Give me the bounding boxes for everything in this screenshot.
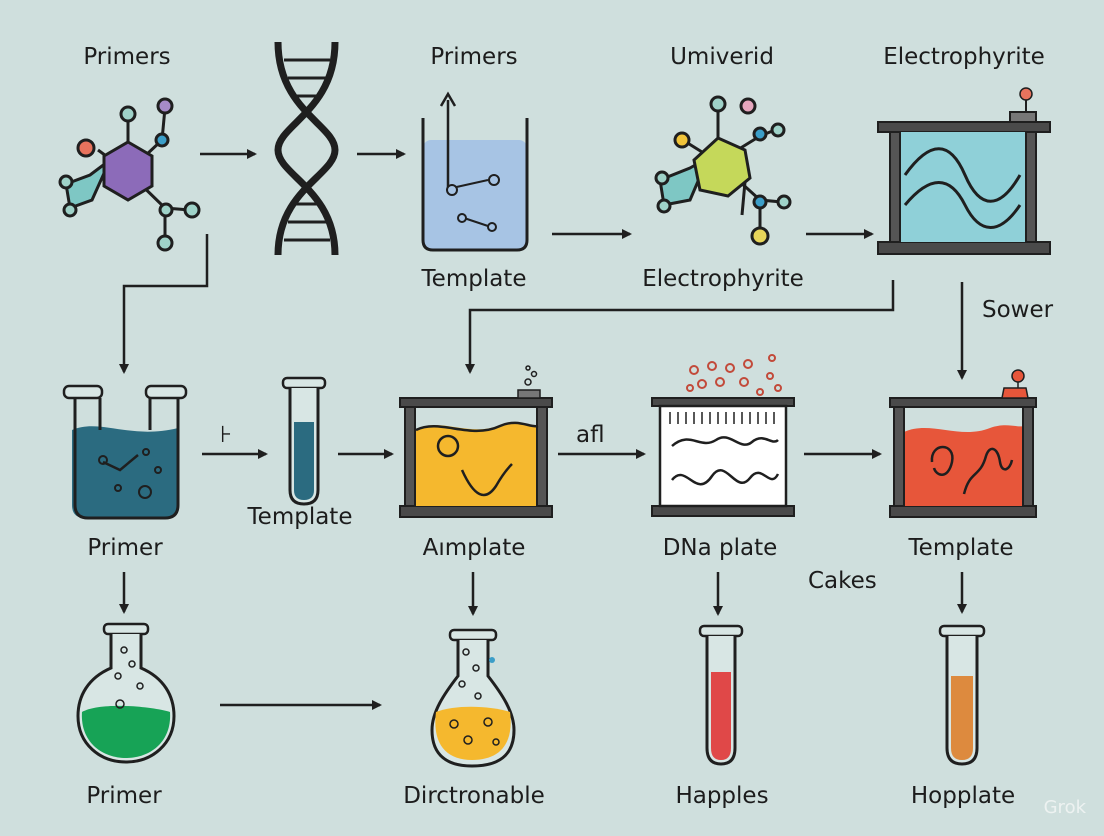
- label-electrophyrite-top: Electrophyrite: [883, 44, 1045, 70]
- label-sower: Sower: [982, 297, 1054, 323]
- row3-down-arrows: [119, 572, 967, 710]
- watermark: Grok: [1043, 797, 1086, 818]
- dna-plate-icon: [651, 354, 795, 517]
- label-template-mid: Template: [421, 266, 527, 292]
- label-cakes: Cakes: [808, 568, 877, 594]
- red-tube-icon: [698, 624, 744, 766]
- label-primers-2: Primers: [430, 44, 518, 70]
- label-template-tube: Template: [247, 504, 353, 530]
- row1-arrows: [200, 149, 874, 239]
- label-hopplate: Hopplate: [910, 783, 1016, 809]
- template-tube-icon: [281, 376, 327, 506]
- yellow-flask-icon: [430, 628, 516, 768]
- orange-tube-icon: [938, 624, 986, 766]
- label-umiverid: Umiverid: [670, 44, 774, 70]
- label-primer-bottom: Primer: [86, 783, 162, 809]
- dna-helix-icon: [274, 41, 339, 256]
- label-template-right: Template: [908, 535, 1014, 561]
- label-primer-beaker: Primer: [87, 535, 163, 561]
- label-primers-1: Primers: [83, 44, 171, 70]
- label-dirctronable: Dirctronable: [403, 783, 545, 809]
- template-tank-icon: [421, 91, 529, 252]
- label-arrow-mark-t: ⊦: [220, 422, 232, 448]
- aimplate-box-icon: [399, 365, 553, 518]
- molecule-green-icon: [654, 95, 792, 246]
- label-electrophyrite-mid: Electrophyrite: [642, 266, 804, 292]
- gel-box-icon: [877, 87, 1051, 255]
- primer-beaker-icon: [62, 384, 188, 520]
- green-flask-icon: [76, 622, 176, 764]
- label-afl: afl: [576, 422, 605, 448]
- label-dna-plate: DNa plate: [662, 535, 778, 561]
- label-aimplate: Aımplate: [422, 535, 526, 561]
- template-box-red-icon: [889, 369, 1037, 518]
- label-happles: Happles: [675, 783, 769, 809]
- molecule-purple-icon: [58, 97, 201, 252]
- connector-arrows: [119, 234, 967, 380]
